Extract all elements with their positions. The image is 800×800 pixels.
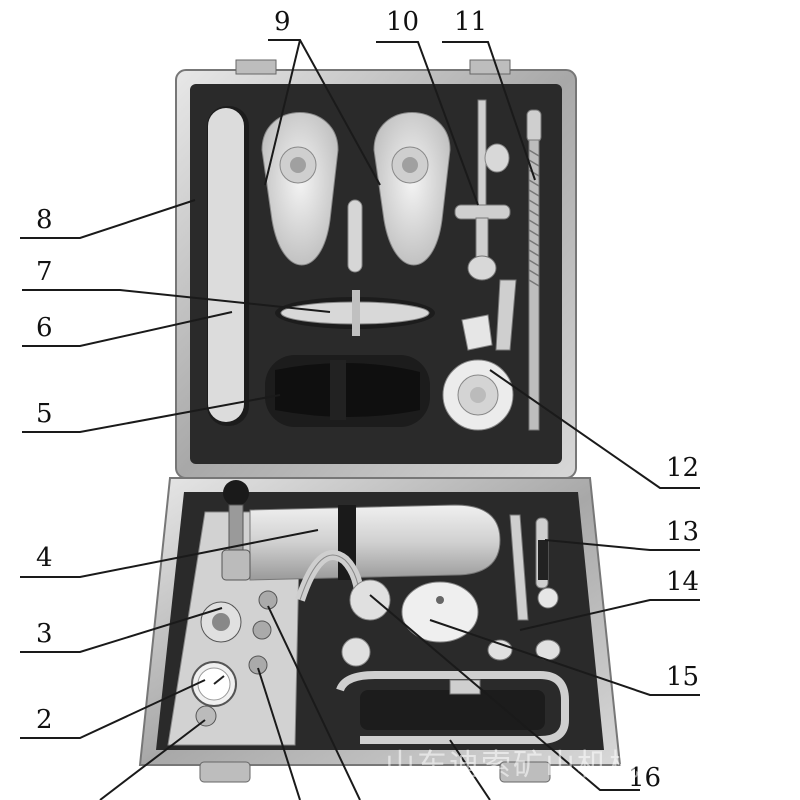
face-mask-right xyxy=(373,112,451,266)
callout-7: 7 xyxy=(36,257,53,287)
airway-tube xyxy=(347,199,363,273)
valve-knob xyxy=(221,480,251,581)
callout-4: 4 xyxy=(36,543,53,573)
callout-8: 8 xyxy=(36,205,53,235)
callout-12: 12 xyxy=(666,453,699,483)
callout-3: 3 xyxy=(36,619,53,649)
face-mask-left xyxy=(261,112,339,266)
valve-filter xyxy=(442,279,517,431)
callout-11: 11 xyxy=(454,7,487,37)
callout-16: 16 xyxy=(628,763,661,793)
callout-15: 15 xyxy=(666,662,699,692)
callout-10: 10 xyxy=(386,7,419,37)
oxygen-cylinder xyxy=(249,504,501,581)
case-lid xyxy=(175,59,577,479)
callout-5: 5 xyxy=(36,399,53,429)
pressure-gauge xyxy=(191,661,237,707)
callout-9: 9 xyxy=(274,7,291,37)
wrench xyxy=(535,517,559,609)
callout-13: 13 xyxy=(666,517,699,547)
tube-loop xyxy=(336,671,569,744)
mouth-opener xyxy=(454,99,511,281)
callout-6: 6 xyxy=(36,313,53,343)
callout-2: 2 xyxy=(36,705,53,735)
watermark-text: 山东迪索矿山机械 xyxy=(385,748,641,783)
reservoir-cap xyxy=(349,579,391,621)
leader-lines xyxy=(20,39,700,800)
suction-cup xyxy=(401,581,479,643)
case-base xyxy=(138,477,622,783)
black-pouch xyxy=(275,362,420,417)
bag-tube xyxy=(208,108,244,422)
coil-probe xyxy=(526,109,542,431)
callout-14: 14 xyxy=(666,567,699,597)
